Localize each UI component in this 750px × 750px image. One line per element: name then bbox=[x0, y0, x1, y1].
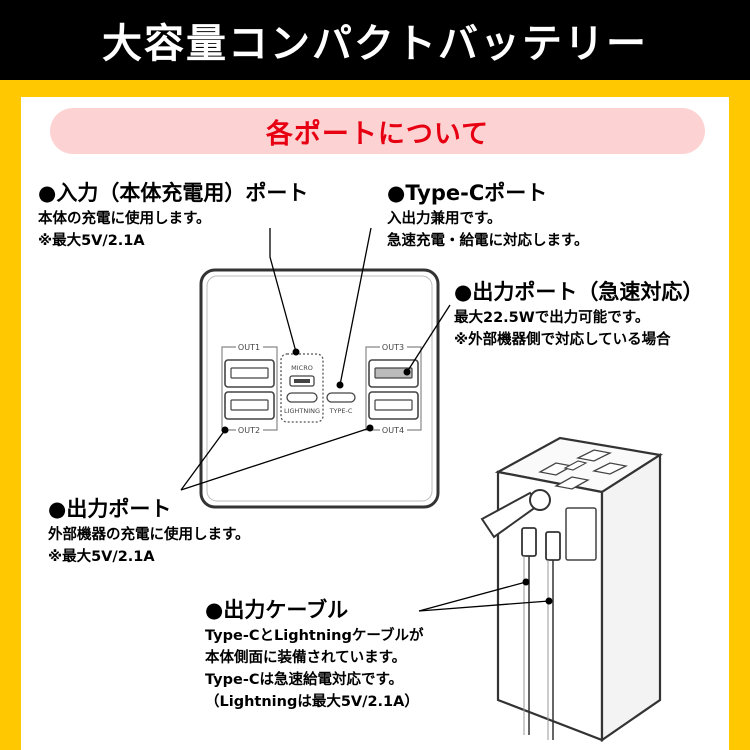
battery-face-inner bbox=[206, 275, 433, 502]
input-port-line-2: ※最大5V/2.1A bbox=[38, 233, 145, 249]
section-title-pill: 各ポートについて bbox=[50, 108, 705, 154]
output-port-line-2: ※最大5V/2.1A bbox=[48, 549, 155, 565]
input-port-title: ●入力（本体充電用）ポート bbox=[38, 181, 309, 205]
fast-port-title: ●出力ポート（急速対応） bbox=[454, 280, 704, 304]
label-out4: OUT4 bbox=[382, 426, 404, 435]
cable-callout: ●出力ケーブル Type-CとLightningケーブルが 本体側面に装備されて… bbox=[205, 597, 423, 713]
fast-port-line-2: ※外部機器側で対応している場合 bbox=[454, 332, 671, 348]
output-port-callout: ●出力ポート 外部機器の充電に使用します。 ※最大5V/2.1A bbox=[48, 496, 250, 568]
header-title: 大容量コンパクトバッテリー bbox=[102, 21, 648, 67]
cable-line-2: 本体側面に装備されています。 bbox=[205, 650, 407, 666]
typec-port-line-1: 入出力兼用です。 bbox=[387, 211, 502, 227]
lightning-port bbox=[286, 392, 318, 403]
section-title: 各ポートについて bbox=[265, 118, 490, 150]
cable-title: ●出力ケーブル bbox=[205, 598, 349, 622]
typec-port bbox=[326, 392, 356, 403]
typec-port-title: ●Type-Cポート bbox=[387, 181, 548, 205]
label-out2: OUT2 bbox=[238, 426, 260, 435]
output-port-title: ●出力ポート bbox=[48, 497, 172, 521]
cable-line-1: Type-CとLightningケーブルが bbox=[205, 628, 424, 644]
fast-port-callout: ●出力ポート（急速対応） 最大22.5Wで出力可能です。 ※外部機器側で対応して… bbox=[454, 279, 703, 351]
input-port-line-1: 本体の充電に使用します。 bbox=[38, 211, 211, 227]
battery-front-face bbox=[199, 268, 440, 509]
typec-port-callout: ●Type-Cポート 入出力兼用です。 急速充電・給電に対応します。 bbox=[387, 180, 589, 252]
input-port-callout: ●入力（本体充電用）ポート 本体の充電に使用します。 ※最大5V/2.1A bbox=[38, 180, 308, 252]
fast-port-line-1: 最大22.5Wで出力可能です。 bbox=[454, 310, 650, 326]
label-lightning: LIGHTNING bbox=[284, 407, 320, 415]
label-out1: OUT1 bbox=[238, 343, 260, 352]
battery-3d-illustration bbox=[480, 436, 663, 743]
output-port-line-1: 外部機器の充電に使用します。 bbox=[48, 527, 250, 543]
page-header: 大容量コンパクトバッテリー bbox=[0, 0, 750, 80]
label-out3: OUT3 bbox=[382, 343, 404, 352]
label-micro: MICRO bbox=[291, 364, 313, 372]
cable-line-4: （Lightningは最大5V/2.1A） bbox=[205, 694, 419, 710]
cable-line-3: Type-Cは急速給電対応です。 bbox=[205, 672, 404, 688]
label-typec: TYPE-C bbox=[329, 407, 353, 415]
typec-port-line-2: 急速充電・給電に対応します。 bbox=[387, 233, 589, 249]
